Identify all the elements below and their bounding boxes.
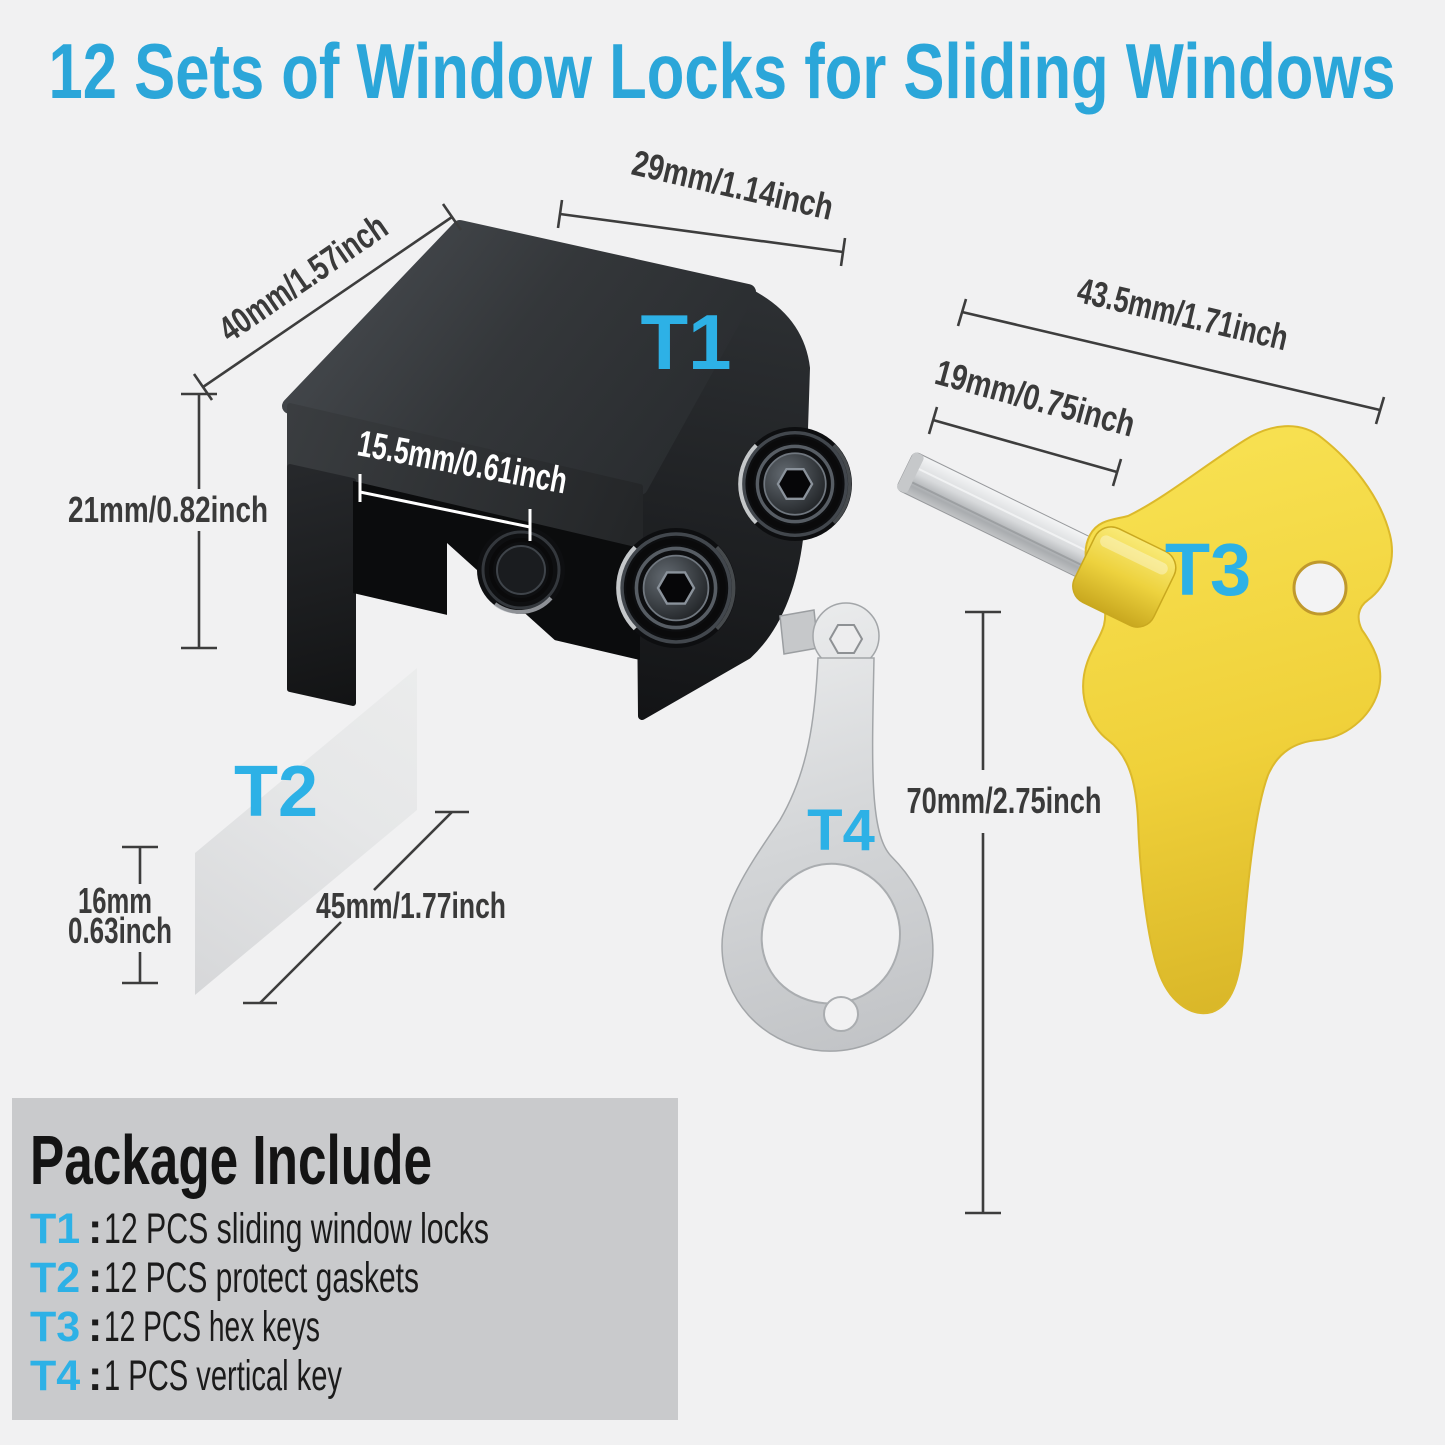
- dim-t1-height-21mm: 21mm/0.82inch: [68, 392, 268, 650]
- t3-key-hole: [1292, 560, 1348, 616]
- package-item-label: T1: [30, 1205, 80, 1253]
- dim-label-063inch: 0.63inch: [68, 910, 172, 951]
- t4-small-hole: [823, 996, 859, 1032]
- dim-t2-height-16mm: 16mm 0.63inch: [68, 845, 172, 985]
- t2-gasket-sheet: [195, 668, 417, 995]
- t4-vertical-key: T4: [721, 602, 934, 1052]
- t1-part-label: T1: [640, 298, 731, 386]
- dim-label-21mm: 21mm/0.82inch: [68, 489, 268, 530]
- t3-collar: [1072, 526, 1177, 628]
- t1-left-flange: [287, 464, 356, 706]
- t4-square-nub: [779, 609, 819, 655]
- package-item-row: T3 : 12 PCS hex keys: [30, 1303, 320, 1351]
- t4-hex-hole-icon: [828, 624, 864, 654]
- package-item-label: T4: [30, 1352, 80, 1400]
- package-item-colon: :: [88, 1205, 102, 1253]
- package-item-desc: 1 PCS vertical key: [104, 1352, 342, 1400]
- package-item-colon: :: [88, 1254, 102, 1302]
- package-item-label: T2: [30, 1254, 80, 1302]
- t4-part-label: T4: [807, 798, 875, 863]
- dim-label-45mm: 45mm/1.77inch: [316, 885, 506, 926]
- dim-t2-length-45mm: 45mm/1.77inch: [243, 810, 506, 1005]
- package-item-colon: :: [88, 1303, 102, 1351]
- t2-part-label: T2: [234, 752, 318, 832]
- package-item-colon: :: [88, 1352, 102, 1400]
- package-item-row: T2 : 12 PCS protect gaskets: [30, 1254, 419, 1302]
- t2-protect-gasket: T2: [195, 668, 417, 995]
- package-item-desc: 12 PCS sliding window locks: [104, 1205, 489, 1253]
- dim-label-70mm: 70mm/2.75inch: [907, 780, 1102, 821]
- package-box-background: [12, 1098, 678, 1420]
- t4-teardrop-hole: [760, 862, 901, 1005]
- t3-part-label: T3: [1165, 528, 1251, 611]
- t3-hex-key: T3: [897, 425, 1393, 1015]
- dim-label-16mm: 16mm: [78, 880, 152, 921]
- t1-screw-tip: [477, 526, 565, 615]
- package-item-label: T3: [30, 1303, 80, 1351]
- package-include-box: Package Include T1 : 12 PCS sliding wind…: [12, 1098, 678, 1420]
- t1-set-screw-lower: [616, 528, 736, 648]
- page-title: 12 Sets of Window Locks for Sliding Wind…: [49, 27, 1396, 115]
- hex-socket-icon: [656, 571, 696, 605]
- t1-window-lock: T1 15.5mm/0.61inch: [282, 220, 852, 720]
- hex-socket-icon: [776, 468, 814, 500]
- package-item-row: T4 : 1 PCS vertical key: [30, 1352, 342, 1400]
- dim-t4-length-70mm: 70mm/2.75inch: [907, 610, 1102, 1215]
- t1-set-screw-upper: [738, 427, 852, 541]
- package-item-desc: 12 PCS hex keys: [104, 1303, 320, 1351]
- package-item-desc: 12 PCS protect gaskets: [104, 1254, 419, 1302]
- package-item-row: T1 : 12 PCS sliding window locks: [30, 1205, 489, 1253]
- package-title: Package Include: [30, 1121, 432, 1199]
